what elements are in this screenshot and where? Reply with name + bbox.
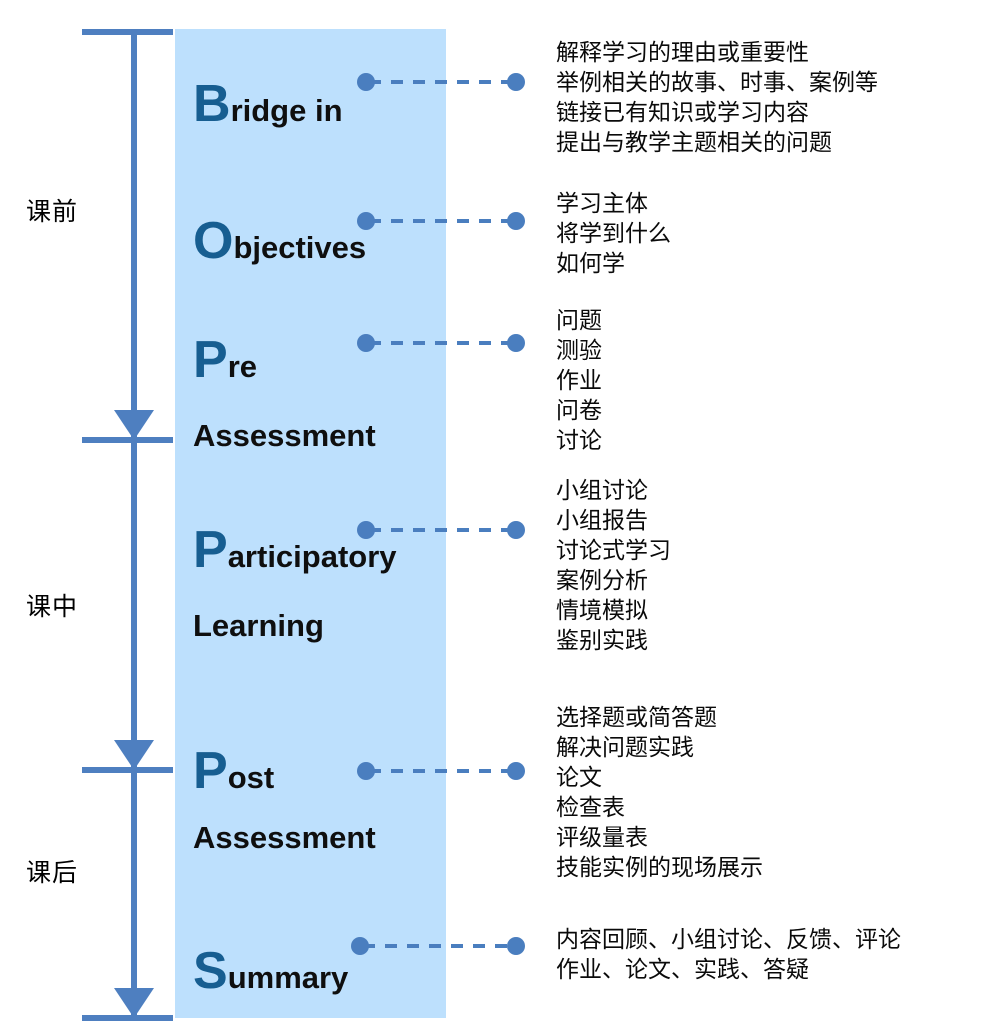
- stage-rest-post-assessment: ost: [227, 760, 275, 795]
- detail-item: 提出与教学主题相关的问题: [556, 130, 832, 156]
- connector-dot-right-objectives: [507, 212, 525, 230]
- connector-dash-bridge-in: [369, 80, 513, 84]
- connector-dash-pre-assessment: [369, 341, 513, 345]
- connector-dash-post-assessment: [369, 769, 513, 773]
- connector-dash-participatory-learning: [369, 528, 513, 532]
- timeline-axis-line: [131, 33, 137, 1018]
- stages-panel: [175, 29, 446, 1018]
- phase-label-in-class: 课中: [26, 592, 79, 621]
- detail-item: 案例分析: [556, 568, 648, 594]
- stage-capital-summary: S: [193, 942, 228, 1000]
- stage-title-objectives: Objectives: [193, 215, 366, 267]
- connector-dot-left-pre-assessment: [357, 334, 375, 352]
- connector-dash-objectives: [369, 219, 513, 223]
- connector-objectives: [357, 212, 525, 230]
- details-summary: 内容回顾、小组讨论、反馈、评论 作业、论文、实践、答疑: [556, 925, 984, 985]
- timeline-tick-in-class-end: [82, 767, 173, 773]
- stage-capital-participatory-learning: P: [193, 521, 228, 579]
- stage-capital-post-assessment: P: [193, 742, 228, 800]
- stage-capital-bridge-in: B: [193, 75, 231, 133]
- details-bridge-in: 解释学习的理由或重要性 举例相关的故事、时事、案例等 链接已有知识或学习内容 提…: [556, 38, 984, 158]
- detail-item: 讨论式学习: [556, 538, 671, 564]
- details-pre-assessment: 问题 测验 作业 问卷 讨论: [556, 306, 984, 456]
- detail-item: 作业: [556, 368, 602, 394]
- stage-rest-objectives: bjectives: [233, 230, 367, 265]
- stage-subtitle-participatory-learning: Learning: [193, 608, 324, 643]
- stage-rest-pre-assessment: re: [227, 349, 257, 384]
- detail-item: 作业、论文、实践、答疑: [556, 957, 809, 983]
- stage-capital-pre-assessment: P: [193, 331, 228, 389]
- detail-item: 解释学习的理由或重要性: [556, 40, 809, 66]
- detail-item: 问题: [556, 308, 602, 334]
- detail-item: 举例相关的故事、时事、案例等: [556, 70, 878, 96]
- detail-item: 鉴别实践: [556, 628, 648, 654]
- detail-item: 小组讨论: [556, 478, 648, 504]
- timeline-arrowhead-2: [114, 740, 154, 770]
- detail-item: 检查表: [556, 795, 625, 821]
- detail-item: 评级量表: [556, 825, 648, 851]
- phase-label-pre-class: 课前: [26, 197, 79, 226]
- connector-pre-assessment: [357, 334, 525, 352]
- timeline-arrowhead-1: [114, 410, 154, 440]
- connector-dot-left-objectives: [357, 212, 375, 230]
- connector-dot-left-summary: [351, 937, 369, 955]
- connector-dot-right-post-assessment: [507, 762, 525, 780]
- detail-item: 将学到什么: [556, 221, 671, 247]
- detail-item: 如何学: [556, 251, 625, 277]
- connector-dot-left-participatory-learning: [357, 521, 375, 539]
- detail-item: 内容回顾、小组讨论、反馈、评论: [556, 927, 901, 953]
- stage-capital-objectives: O: [193, 212, 234, 270]
- detail-item: 论文: [556, 765, 602, 791]
- detail-item: 链接已有知识或学习内容: [556, 100, 809, 126]
- connector-bridge-in: [357, 73, 525, 91]
- stage-rest-summary: ummary: [227, 960, 349, 995]
- phase-label-post-class: 课后: [26, 858, 79, 887]
- timeline-tick-end: [82, 1015, 173, 1021]
- connector-dot-right-bridge-in: [507, 73, 525, 91]
- timeline-arrowhead-3: [114, 988, 154, 1018]
- connector-dash-summary: [363, 944, 513, 948]
- detail-item: 技能实例的现场展示: [556, 855, 763, 881]
- connector-dot-right-summary: [507, 937, 525, 955]
- details-objectives: 学习主体 将学到什么 如何学: [556, 189, 984, 279]
- connector-dot-right-pre-assessment: [507, 334, 525, 352]
- connector-participatory-learning: [357, 521, 525, 539]
- stage-subtitle-post-assessment: Assessment: [193, 820, 376, 855]
- stage-title-pre-assessment: Pre: [193, 334, 257, 386]
- detail-item: 选择题或简答题: [556, 705, 717, 731]
- timeline-tick-pre-class-end: [82, 437, 173, 443]
- detail-item: 讨论: [556, 428, 602, 454]
- stage-title-participatory-learning: Participatory: [193, 524, 397, 576]
- detail-item: 测验: [556, 338, 602, 364]
- detail-item: 学习主体: [556, 191, 648, 217]
- detail-item: 小组报告: [556, 508, 648, 534]
- details-post-assessment: 选择题或简答题 解决问题实践 论文 检查表 评级量表 技能实例的现场展示: [556, 703, 984, 883]
- timeline-tick-start: [82, 29, 173, 35]
- connector-dot-left-post-assessment: [357, 762, 375, 780]
- detail-item: 问卷: [556, 398, 602, 424]
- connector-dot-left-bridge-in: [357, 73, 375, 91]
- stage-title-summary: Summary: [193, 945, 348, 997]
- stage-subtitle-pre-assessment: Assessment: [193, 418, 376, 453]
- connector-summary: [351, 937, 525, 955]
- stage-title-bridge-in: Bridge in: [193, 78, 343, 130]
- connector-post-assessment: [357, 762, 525, 780]
- detail-item: 情境模拟: [556, 598, 648, 624]
- detail-item: 解决问题实践: [556, 735, 694, 761]
- stage-rest-bridge-in: ridge in: [230, 93, 343, 128]
- details-participatory-learning: 小组讨论 小组报告 讨论式学习 案例分析 情境模拟 鉴别实践: [556, 476, 984, 656]
- stage-title-post-assessment: Post: [193, 745, 274, 797]
- connector-dot-right-participatory-learning: [507, 521, 525, 539]
- stage-rest-participatory-learning: articipatory: [227, 539, 397, 574]
